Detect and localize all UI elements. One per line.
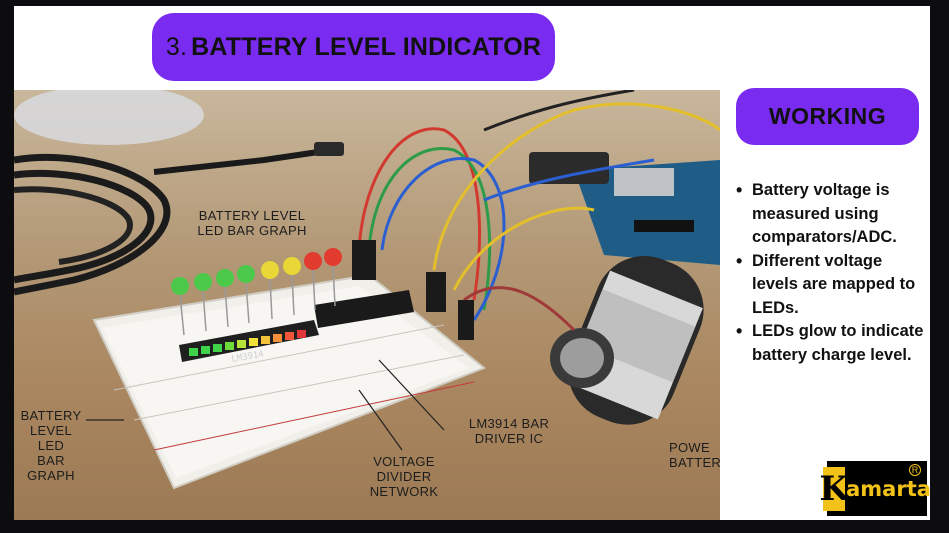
logo-wordmark: amarta bbox=[846, 476, 931, 501]
callout-driver-ic: LM3914 BAR DRIVER IC bbox=[454, 416, 564, 446]
callout-led-bar-left: BATTERY LEVEL LED BAR GRAPH bbox=[16, 408, 86, 483]
working-heading: WORKING bbox=[736, 88, 919, 145]
callout-driver-ic-text: LM3914 BAR DRIVER IC bbox=[468, 416, 550, 446]
registered-mark-icon: R bbox=[909, 464, 921, 476]
callout-voltage-divider-text: VOLTAGE DIVIDER NETWORK bbox=[369, 454, 439, 499]
bullet-item: Different voltage levels are mapped to L… bbox=[736, 250, 930, 321]
bullet-item: LEDs glow to indicate battery charge lev… bbox=[736, 320, 930, 367]
slide: 3. BATTERY LEVEL INDICATOR bbox=[14, 6, 931, 520]
circuit-photo: LM3914 BATTERY LEVEL LED BAR GRAPH BATTE… bbox=[14, 90, 720, 520]
bullet-item: Battery voltage is measured using compar… bbox=[736, 179, 930, 250]
callout-voltage-divider: VOLTAGE DIVIDER NETWORK bbox=[344, 454, 464, 499]
logo-k-mark: K bbox=[819, 466, 849, 511]
title-text: BATTERY LEVEL INDICATOR bbox=[191, 32, 542, 61]
callout-led-bar-top: BATTERY LEVEL LED BAR GRAPH bbox=[192, 208, 312, 238]
kamarta-logo: K amarta R bbox=[819, 461, 931, 516]
working-bullets: Battery voltage is measured using compar… bbox=[736, 179, 930, 367]
circuit-illustration: LM3914 bbox=[14, 90, 720, 490]
callout-led-bar-left-text: BATTERY LEVEL LED BAR GRAPH bbox=[20, 408, 82, 483]
callout-led-bar-top-text: BATTERY LEVEL LED BAR GRAPH bbox=[197, 208, 307, 238]
callout-power-text: POWE BATTER bbox=[669, 440, 720, 470]
title-number: 3. bbox=[165, 32, 188, 61]
slide-title: 3. BATTERY LEVEL INDICATOR bbox=[152, 13, 555, 81]
callout-power: POWE BATTER bbox=[669, 440, 720, 470]
